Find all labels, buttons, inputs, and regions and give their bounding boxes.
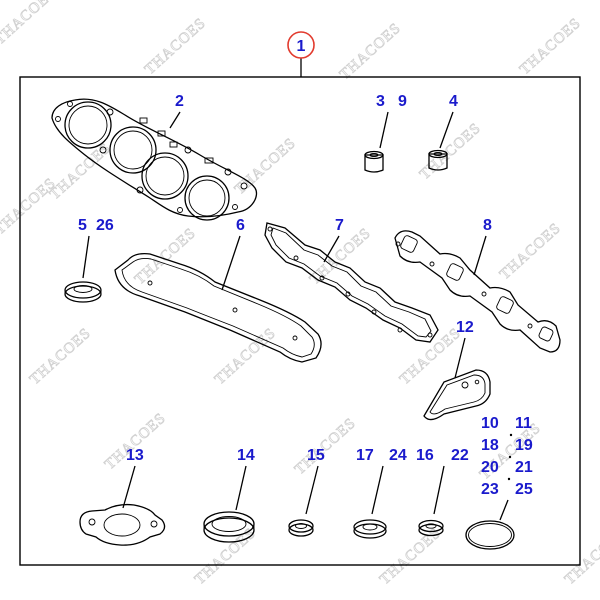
callout-7-label: 7 (335, 217, 344, 234)
callout-17-label: 17 (356, 447, 374, 464)
watermark-text: THACOES (27, 325, 94, 388)
callout-2-label: 2 (175, 93, 184, 110)
leader-dot (508, 455, 512, 459)
part-3-valve-seal[interactable]: 3 9 (364, 93, 407, 173)
callout-12-label: 12 (456, 319, 474, 336)
part-13-flange-gasket[interactable]: 13 (79, 447, 166, 546)
callout-15-label: 15 (307, 447, 325, 464)
part-2-head-gasket[interactable]: 2 (51, 93, 258, 221)
watermark-text: THACOES (292, 415, 359, 478)
callout-4-label: 4 (449, 93, 458, 110)
watermark-text: THACOES (132, 225, 199, 288)
watermark-text: THACOES (192, 525, 259, 588)
callout-10-label: 10 (481, 415, 499, 432)
part-7-intake-gasket[interactable]: 7 (264, 217, 439, 343)
callout-8-label: 8 (483, 217, 492, 234)
callout-5-label: 5 (78, 217, 87, 234)
callout-24-label: 24 (389, 447, 407, 464)
part-4-valve-seal[interactable]: 4 (428, 93, 458, 171)
part-10-o-ring[interactable]: 10 11 18 19 20 21 23 25 (465, 415, 533, 550)
watermark-text: THACOES (337, 20, 404, 83)
callout-1-label: 1 (297, 38, 306, 55)
watermark-text: THACOES (562, 525, 600, 588)
part-8-exhaust-gasket[interactable]: 8 (394, 217, 561, 353)
callout-6-label: 6 (236, 217, 245, 234)
callout-1[interactable]: 1 (287, 31, 315, 77)
callout-16-label: 16 (416, 447, 434, 464)
watermark-text: THACOES (377, 525, 444, 588)
part-16-washer[interactable]: 16 22 (416, 447, 469, 537)
part-17-washer[interactable]: 17 24 (353, 447, 407, 539)
callout-20-label: 20 (481, 459, 499, 476)
callout-22-label: 22 (451, 447, 469, 464)
callout-25-label: 25 (515, 481, 533, 498)
watermark-text: THACOES (517, 15, 584, 78)
leader-dot (507, 477, 511, 481)
part-15-small-ring[interactable]: 15 (288, 447, 325, 537)
callout-13-label: 13 (126, 447, 144, 464)
watermark-text: THACOES (0, 175, 59, 238)
watermark-text: THACOES (47, 140, 114, 203)
callout-11-label: 11 (515, 415, 532, 432)
callout-21-label: 21 (515, 459, 533, 476)
part-14-ring-seal[interactable]: 14 (203, 447, 255, 543)
part-5-oil-seal[interactable]: 5 26 (64, 217, 114, 303)
watermark-text: THACOES (212, 325, 279, 388)
callout-3-label: 3 (376, 93, 385, 110)
watermark-text: THACOES (417, 120, 484, 183)
kit-frame (19, 76, 581, 566)
leader-dot (509, 433, 513, 437)
watermark-text: THACOES (0, 0, 59, 48)
callout-14-label: 14 (237, 447, 255, 464)
callout-23-label: 23 (481, 481, 499, 498)
watermark-text: THACOES (142, 15, 209, 78)
part-6-cover-gasket[interactable]: 6 (114, 217, 322, 363)
callout-1-circle (287, 31, 315, 59)
part-12-plate-gasket[interactable]: 12 (423, 319, 491, 421)
callout-18-label: 18 (481, 437, 499, 454)
watermark-text: THACOES (497, 220, 564, 283)
callout-26-label: 26 (96, 217, 114, 234)
callout-19-label: 19 (515, 437, 533, 454)
callout-9-label: 9 (398, 93, 407, 110)
